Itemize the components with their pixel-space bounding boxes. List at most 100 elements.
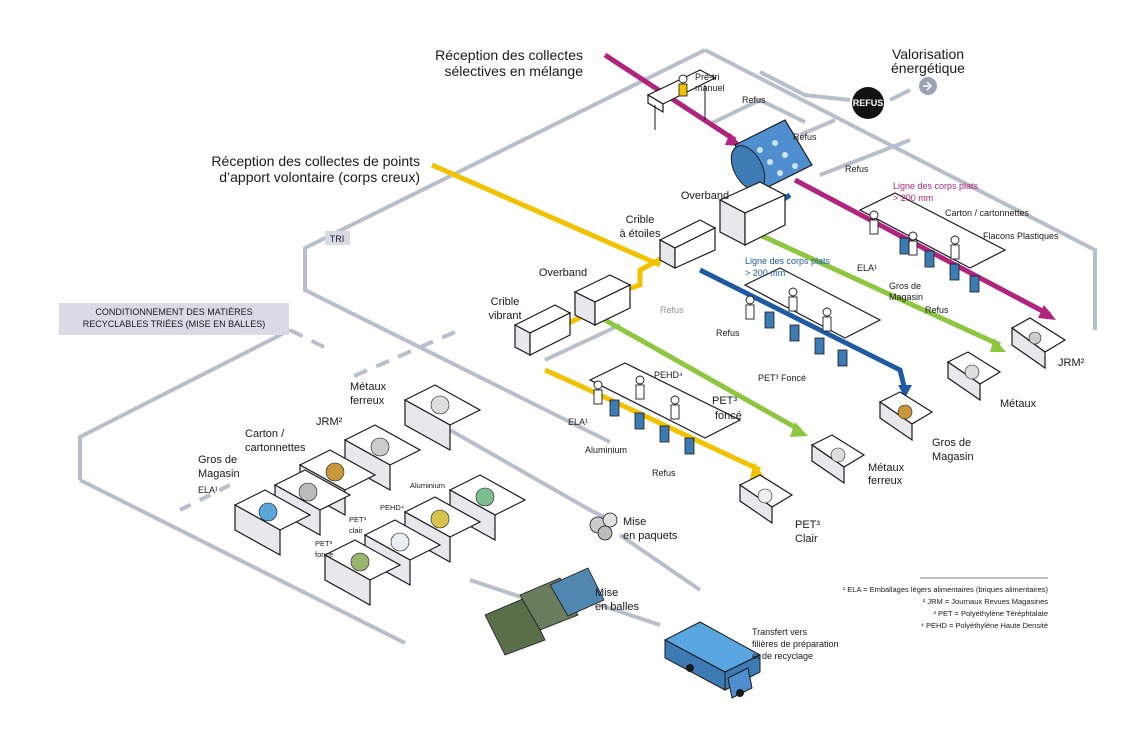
bin-metaux	[946, 351, 1002, 402]
storage-aluminium-label: Aluminium	[410, 481, 445, 490]
mag-gros-label-line1: Gros de	[889, 281, 921, 291]
pre-tri-station	[646, 69, 717, 130]
storage-metaux-ferreux-label-line2: ferreux	[350, 395, 385, 407]
bay-pehd	[403, 496, 482, 564]
paquets-label-line1: Mise	[623, 516, 646, 528]
voluntary-title-line1: Réception des collectes de points	[211, 153, 420, 169]
transfert-label-line1: Transfert vers	[752, 627, 808, 637]
storage-metaux-ferreux-label-line1: Métaux	[350, 381, 387, 393]
bay-pet-fonce	[323, 539, 402, 607]
refus-label-4: Refus	[660, 305, 684, 315]
storage-ela-label: ELA¹	[198, 485, 218, 495]
output-metaux-ferreux-label-line1: Métaux	[868, 462, 905, 474]
blue-pet-fonce-label: PET³ Foncé	[758, 373, 806, 383]
energy-title-line1: Valorisation	[892, 46, 964, 62]
magenta-sorting-line	[858, 192, 1007, 293]
crible-vibrant-label-line2: vibrant	[488, 310, 521, 322]
voluntary-title-line2: d’apport volontaire (corps creux)	[219, 169, 420, 185]
refus-label-5: Refus	[716, 328, 740, 338]
storage-pet-clair-label-line2: clair	[349, 526, 363, 535]
bay-ela	[233, 489, 312, 557]
refus-label-2: Refus	[793, 132, 817, 142]
storage-pet-fonce-label-line1: PET³	[315, 539, 333, 548]
selective-title-line1: Réception des collectes	[435, 47, 583, 63]
balles-label-line1: Mise	[595, 587, 618, 599]
storage-gros-label-line1: Gros de	[198, 454, 237, 466]
bay-jrm	[343, 424, 422, 492]
mag-gros-label-line2: Magasin	[889, 292, 923, 302]
crible-vibrant-machine	[513, 304, 572, 356]
storage-bays	[233, 384, 527, 607]
bay-aluminium	[448, 474, 527, 542]
output-pet-clair-label-line1: PET³	[795, 519, 820, 531]
crible-vibrant-label-line1: Crible	[491, 296, 520, 308]
storage-pehd-label: PEHD⁴	[380, 503, 404, 512]
pretri-label-line1: Pré-tri	[695, 72, 720, 82]
truck-icon	[663, 621, 762, 699]
transfert-label-line2: filières de préparation	[752, 639, 839, 649]
trommel-drum	[730, 119, 813, 191]
magenta-line-label-line2: > 200 mm	[893, 193, 933, 203]
output-metaux-label: Métaux	[1000, 398, 1037, 410]
overband-left-label: Overband	[539, 267, 587, 279]
blue-line-label-line1: Ligne des corps plats	[745, 256, 831, 266]
blue-line-label-line2: > 200 mm	[745, 268, 785, 278]
conditioning-tag: CONDITIONNEMENT DES MATIÈRES RECYCLABLES…	[59, 303, 289, 335]
grey-flows	[449, 70, 911, 627]
bay-metaux-ferreux	[403, 384, 482, 452]
tri-label: TRI	[330, 234, 345, 244]
output-jrm-label: JRM²	[1058, 357, 1085, 369]
energy-title-line2: énergétique	[891, 60, 965, 76]
energy-recovery-icon	[919, 77, 937, 95]
bin-gros-magasin	[878, 391, 934, 442]
colored-flows	[430, 52, 1056, 480]
footnote-2: ² JRM = Journaux Revues Magasines	[923, 597, 1049, 606]
output-bins	[738, 317, 1067, 525]
pretri-label-line2: manuel	[695, 83, 725, 93]
footnote-4: ⁴ PEHD = Polyéthylène Haute Densité	[921, 621, 1048, 630]
output-gros-label-line1: Gros de	[932, 437, 971, 449]
yellow-pet-fonce-label-line2: foncé	[715, 410, 742, 422]
storage-pet-clair-label-line1: PET³	[349, 515, 367, 524]
conditioning-label-line2: RECYCLABLES TRIÉES (MISE EN BALLES)	[83, 319, 265, 329]
yellow-pet-fonce-label-line1: PET³	[712, 395, 737, 407]
carton-label: Carton / cartonnettes	[945, 208, 1030, 218]
overband-left-machine	[573, 274, 632, 326]
yellow-pehd-label: PEHD⁴	[654, 370, 683, 380]
bin-metaux-ferreux	[810, 434, 866, 485]
packets-pile	[589, 512, 618, 541]
footnote-3: ³ PET = Polyéthylène Téréphtalate	[933, 609, 1048, 618]
crible-etoiles-label-line2: à étoiles	[620, 228, 661, 240]
refus-label-3: Refus	[845, 164, 869, 174]
yellow-sorting-line	[588, 362, 742, 455]
output-pet-clair-label-line2: Clair	[795, 533, 818, 545]
storage-jrm-label: JRM²	[316, 416, 343, 428]
flacons-label: Flacons Plastiques	[983, 231, 1059, 241]
paquets-label-line2: en paquets	[623, 530, 678, 542]
footnote-1: ¹ ELA = Emballages légers alimentaires (…	[843, 585, 1049, 594]
overband-top-machine	[718, 181, 787, 246]
transfert-label-line3: et de recyclage	[752, 651, 813, 661]
mag-ela-label: ELA¹	[857, 263, 877, 273]
tri-tag: TRI	[325, 231, 350, 245]
output-metaux-ferreux-label-line2: ferreux	[868, 475, 903, 487]
bales-stack	[484, 567, 605, 656]
labels: Réception des collectes sélectives en mé…	[59, 46, 1085, 661]
storage-carton-label-line2: cartonnettes	[245, 442, 306, 454]
zone-outlines	[78, 48, 1097, 645]
selective-title-line2: sélectives en mélange	[444, 63, 583, 79]
yellow-aluminium-label: Aluminium	[585, 445, 627, 455]
crible-etoiles-machine	[658, 219, 717, 269]
bin-pet-clair	[738, 474, 794, 525]
yellow-ela-label: ELA¹	[568, 417, 588, 427]
bin-jrm	[1010, 317, 1067, 370]
refus-badge-label: REFUS	[853, 98, 884, 108]
crible-etoiles-label-line1: Crible	[626, 214, 655, 226]
storage-carton-label-line1: Carton /	[245, 428, 285, 440]
storage-gros-label-line2: Magasin	[198, 468, 240, 480]
refus-label-6: Refus	[925, 305, 949, 315]
footnotes: ¹ ELA = Emballages légers alimentaires (…	[843, 577, 1049, 630]
balles-label-line2: en balles	[595, 601, 640, 613]
blue-sorting-line	[743, 267, 882, 367]
